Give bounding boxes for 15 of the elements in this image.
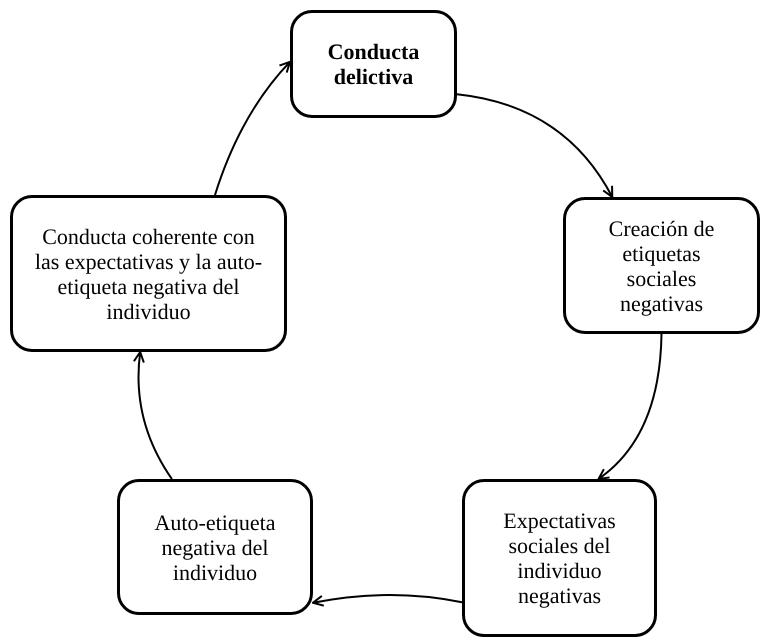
box-label: Creación de etiquetas sociales negativas [608, 216, 716, 316]
box-label: Auto-etiqueta negativa del individuo [154, 510, 276, 584]
box-label: Conducta coherente con las expectativas y la auto-etiqueta negativa del individuo [34, 224, 264, 324]
process-box [290, 10, 457, 118]
process-box [563, 197, 760, 334]
process-box [462, 479, 657, 637]
box-label: Expectativas sociales del individuo negativas [502, 508, 617, 608]
curved-arrow [456, 93, 614, 198]
curved-arrow [133, 351, 173, 480]
curved-arrow [214, 60, 291, 196]
process-box [117, 479, 313, 615]
box-label: Conducta delictiva [326, 39, 420, 89]
curved-arrow [598, 334, 662, 480]
process-box [10, 195, 287, 352]
curved-arrow [312, 594, 462, 607]
